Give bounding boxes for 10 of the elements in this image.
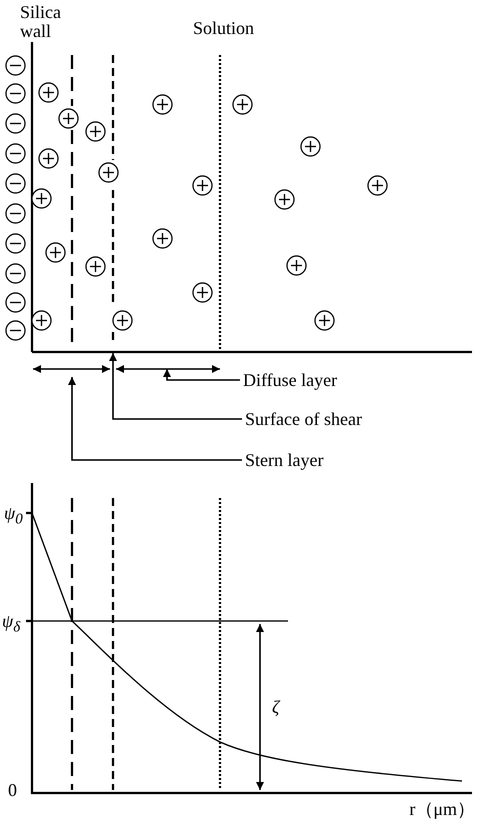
label-text: ζ bbox=[272, 697, 280, 717]
label-text: 0 bbox=[8, 780, 17, 800]
label-text: ψ$_{δ}$ bbox=[2, 611, 20, 638]
label-text: Solution bbox=[193, 18, 254, 38]
leader-line bbox=[109, 353, 242, 420]
label-text: ψ$_{0}$ bbox=[4, 503, 23, 530]
label-text: Silica wall bbox=[20, 3, 62, 41]
leader-line bbox=[68, 377, 242, 461]
leader-line bbox=[163, 369, 240, 381]
label-text: r（μm） bbox=[408, 799, 475, 819]
